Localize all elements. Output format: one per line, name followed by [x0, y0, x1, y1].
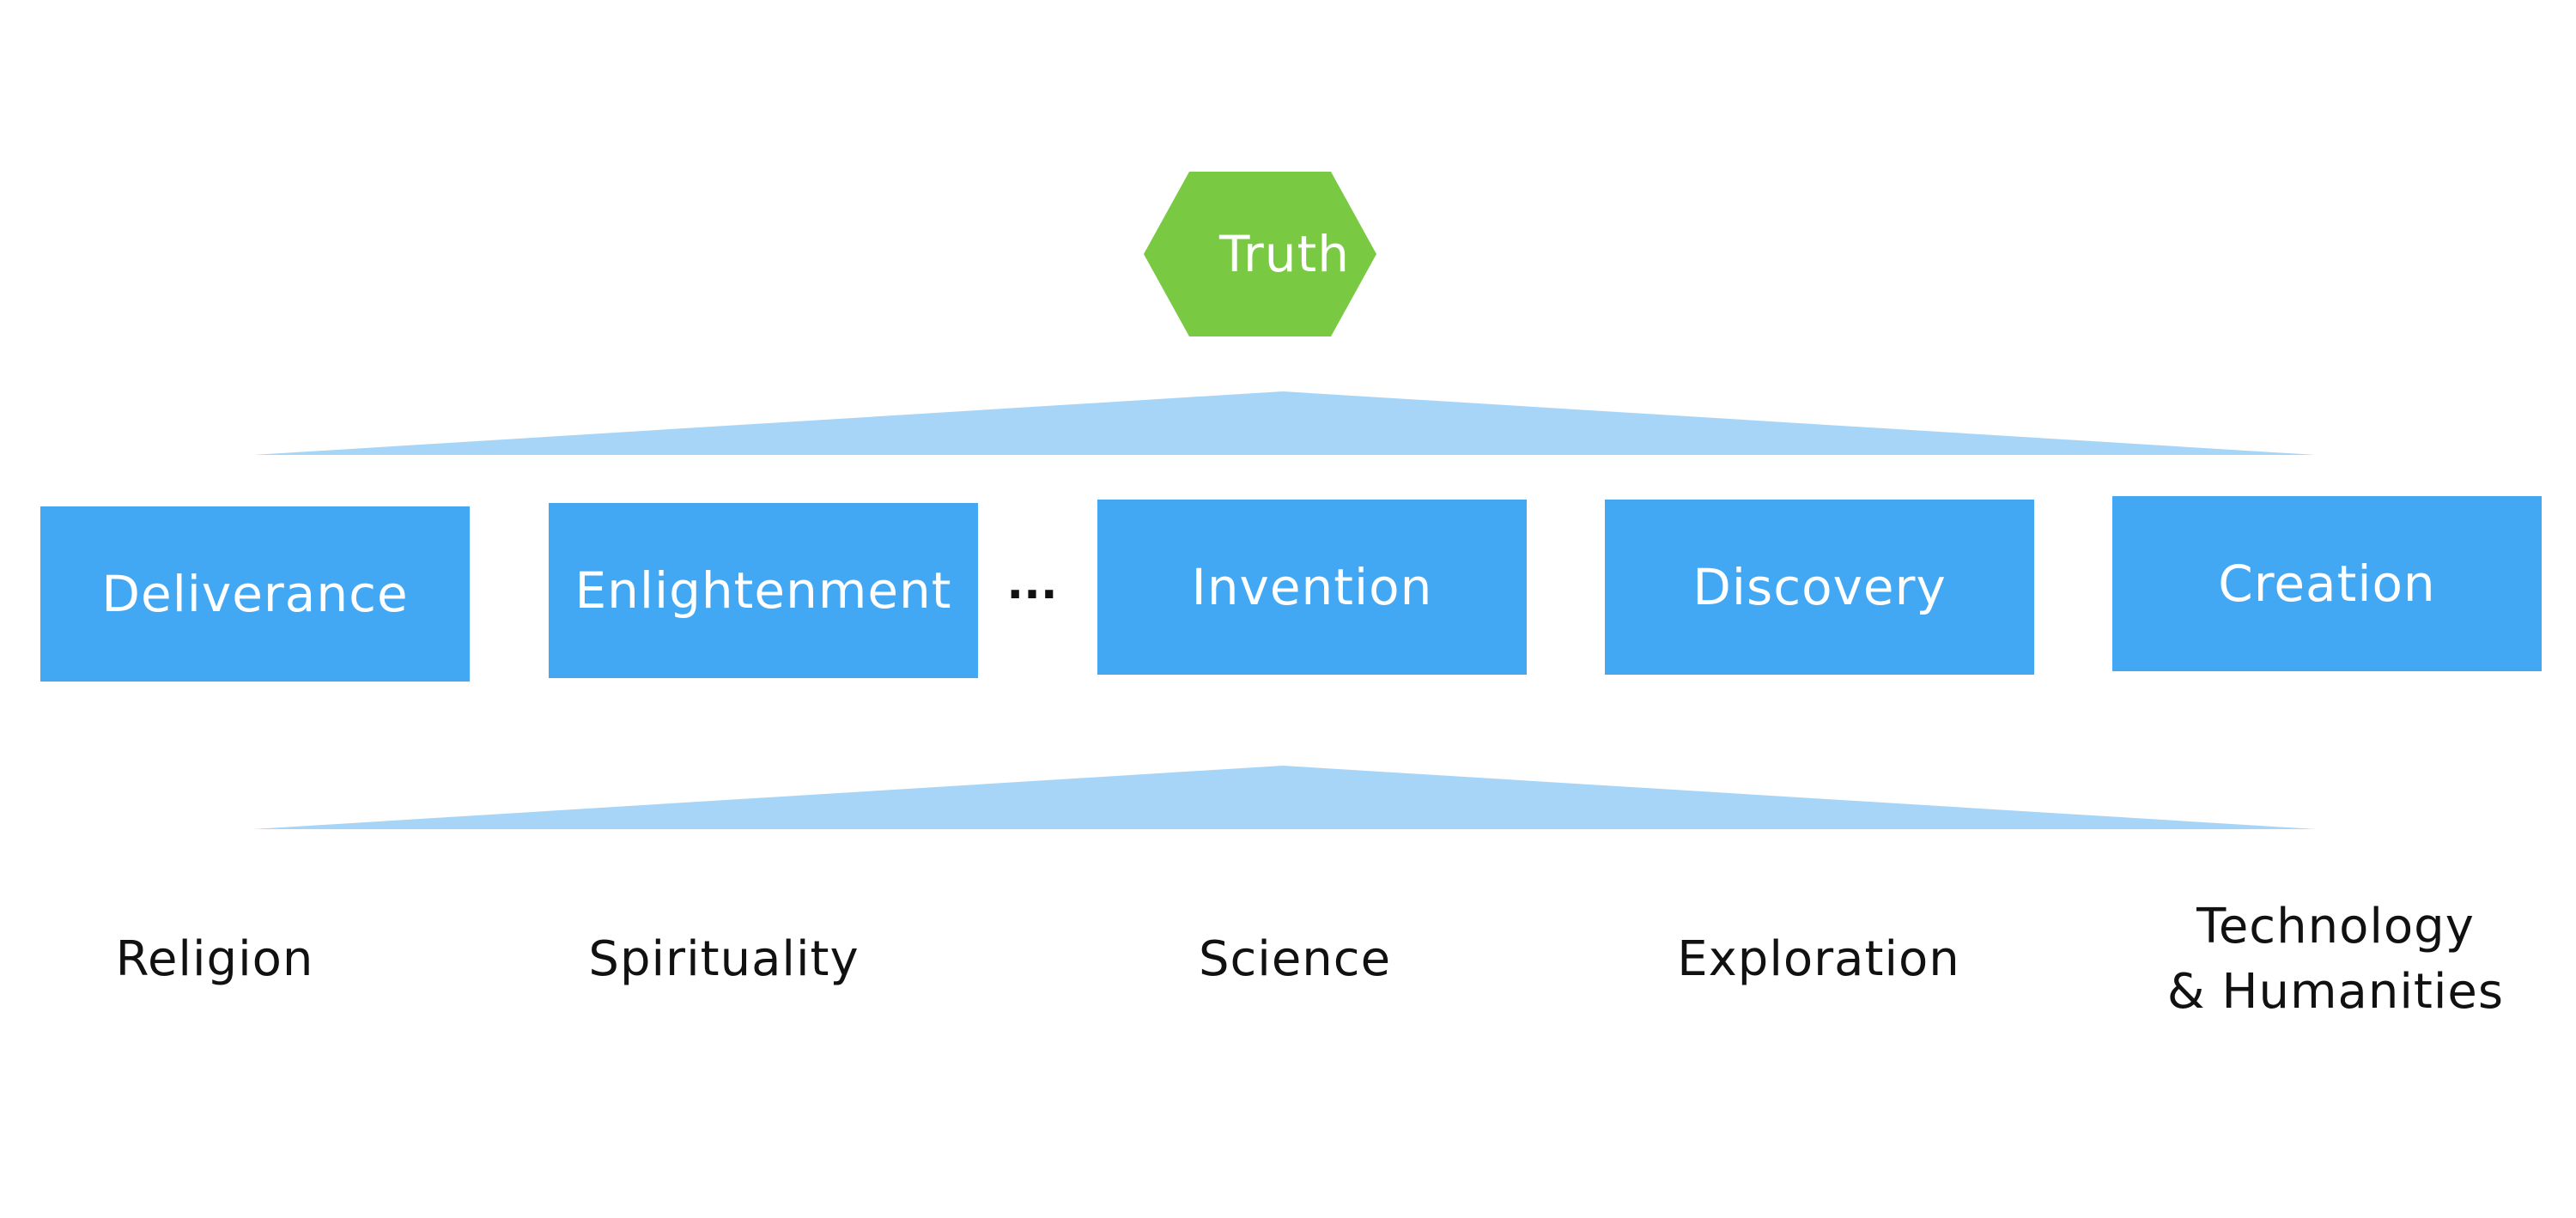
box-discovery: Discovery	[1605, 500, 2034, 675]
label-spirituality-line1: Spirituality	[588, 931, 860, 987]
label-religion: Religion	[43, 927, 386, 992]
label-religion-line1: Religion	[115, 931, 314, 987]
box-invention: Invention	[1097, 500, 1527, 675]
label-exploration-line1: Exploration	[1677, 931, 1960, 987]
label-technology-humanities: Technology & Humanities	[2129, 894, 2542, 1025]
box-creation: Creation	[2112, 496, 2542, 671]
box-enlightenment: Enlightenment	[549, 503, 978, 678]
box-deliverance: Deliverance	[40, 506, 470, 682]
label-humanities-line2: & Humanities	[2166, 964, 2505, 1020]
label-spirituality: Spirituality	[552, 927, 896, 992]
lower-wedge	[253, 766, 2316, 829]
truth-label: Truth	[1218, 225, 1350, 283]
label-technology-line1: Technology	[2196, 899, 2475, 954]
upper-wedge	[253, 391, 2316, 455]
label-exploration: Exploration	[1647, 927, 1990, 992]
truth-hexagon	[1144, 172, 1376, 336]
label-science-line1: Science	[1198, 931, 1392, 987]
ellipsis: ...	[1006, 558, 1058, 609]
label-science: Science	[1123, 927, 1467, 992]
